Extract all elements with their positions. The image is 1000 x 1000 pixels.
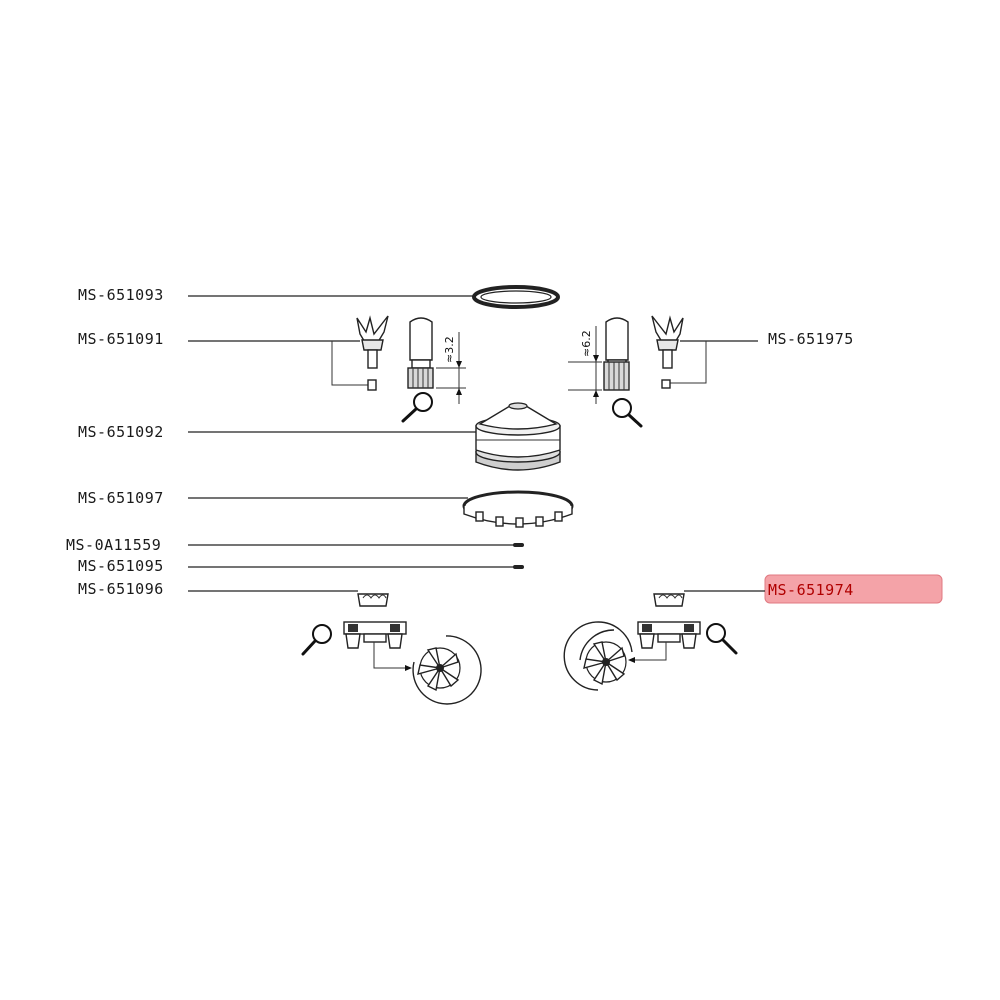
pin-part xyxy=(513,565,524,569)
sealing-ring xyxy=(472,285,560,309)
pin-part xyxy=(513,543,524,547)
magnifier-icon[interactable] xyxy=(612,398,643,428)
magnifier-icon[interactable] xyxy=(401,392,433,423)
part-label-ms-651093[interactable]: MS-651093 xyxy=(78,286,164,304)
coupling-left xyxy=(357,593,389,607)
part-label-ms-0a11559[interactable]: MS-0A11559 xyxy=(66,536,161,554)
dimension-right: ≈6.2 xyxy=(580,330,593,357)
drive-wheel-right xyxy=(563,621,633,691)
drive-wheel-left xyxy=(412,635,482,705)
coupling-left-detail xyxy=(343,621,412,671)
blade-assembly-right: ≈6.2 xyxy=(568,315,684,404)
leader-lines xyxy=(188,295,765,592)
part-label-ms-651095[interactable]: MS-651095 xyxy=(78,557,164,575)
magnifier-icon[interactable] xyxy=(706,623,738,655)
dimension-left: ≈3.2 xyxy=(443,336,456,363)
lock-ring xyxy=(462,490,574,528)
part-label-ms-651097[interactable]: MS-651097 xyxy=(78,489,164,507)
part-label-ms-651091[interactable]: MS-651091 xyxy=(78,330,164,348)
magnifier-icon[interactable] xyxy=(301,624,332,656)
coupling-right-detail xyxy=(628,621,701,663)
blade-housing xyxy=(475,402,561,471)
part-label-ms-651974[interactable]: MS-651974 xyxy=(768,581,854,599)
part-label-ms-651096[interactable]: MS-651096 xyxy=(78,580,164,598)
part-label-ms-651092[interactable]: MS-651092 xyxy=(78,423,164,441)
part-label-ms-651975[interactable]: MS-651975 xyxy=(768,330,854,348)
coupling-right xyxy=(653,593,685,607)
label-highlight xyxy=(764,574,943,604)
blade-assembly-left: ≈3.2 xyxy=(356,315,466,404)
